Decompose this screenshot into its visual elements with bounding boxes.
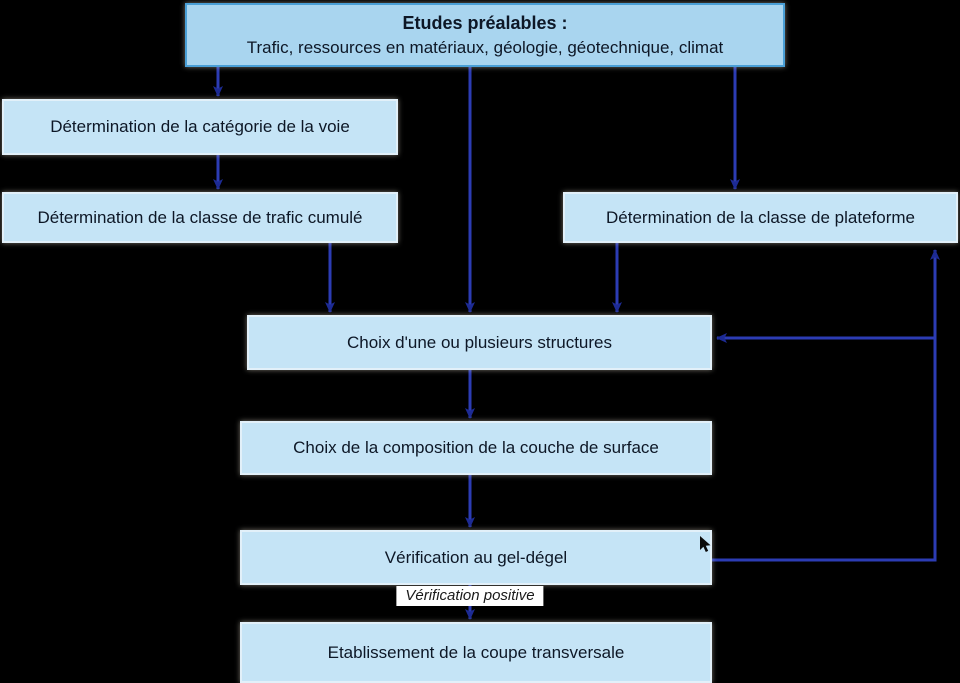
box-etudes-prealables: Etudes préalables : Trafic, ressources e… bbox=[185, 3, 785, 67]
box-etablissement-coupe-transversale: Etablissement de la coupe transversale bbox=[240, 622, 712, 683]
mouse-cursor-icon bbox=[700, 536, 711, 552]
box-determination-classe-trafic: Détermination de la classe de trafic cum… bbox=[2, 192, 398, 243]
etudes-subtitle: Trafic, ressources en matériaux, géologi… bbox=[246, 37, 724, 57]
box-determination-classe-plateforme: Détermination de la classe de plateforme bbox=[563, 192, 958, 243]
etudes-title: Etudes préalables : bbox=[402, 12, 568, 33]
box-choix-couche-surface: Choix de la composition de la couche de … bbox=[240, 421, 712, 475]
box-determination-categorie-voie: Détermination de la catégorie de la voie bbox=[2, 99, 398, 155]
box-choix-structures: Choix d'une ou plusieurs structures bbox=[247, 315, 712, 370]
box-verification-gel-degel: Vérification au gel-dégel bbox=[240, 530, 712, 585]
arrow-feedback-gel-to-plateforme bbox=[712, 249, 940, 562]
edge-label-verification-positive: Vérification positive bbox=[396, 586, 544, 606]
